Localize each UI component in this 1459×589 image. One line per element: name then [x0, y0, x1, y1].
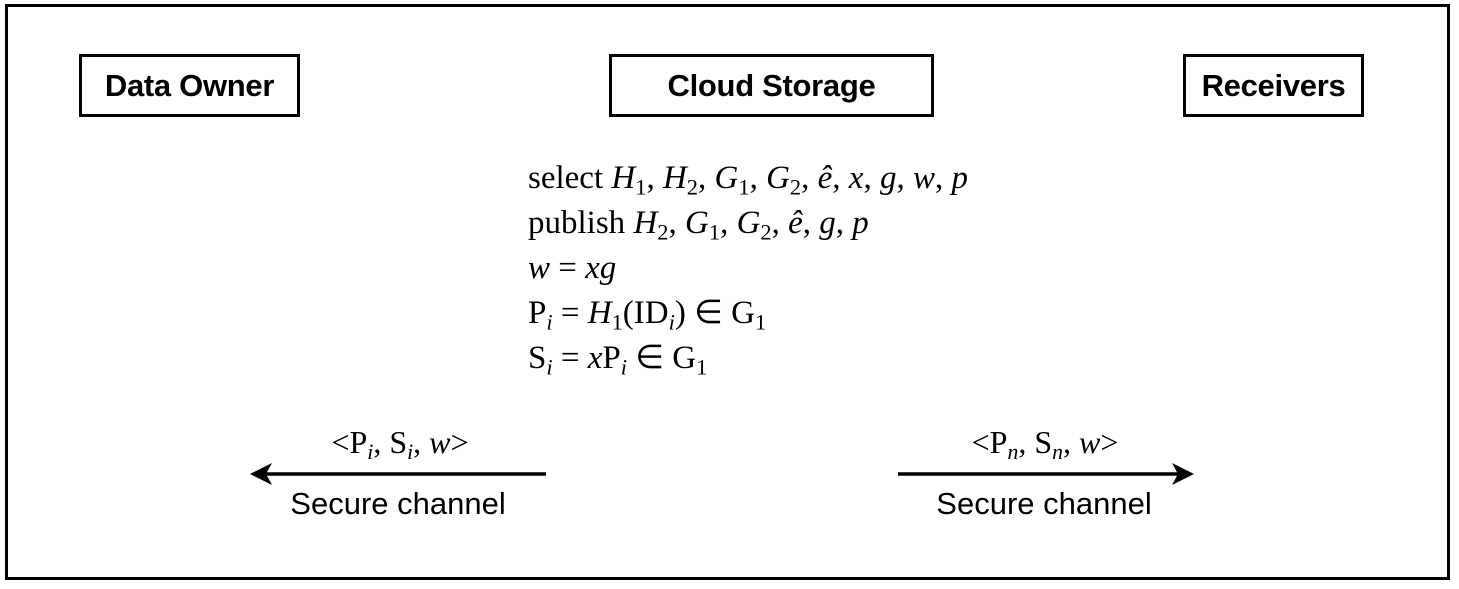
secure-channel-right: Secure channel: [936, 486, 1152, 521]
message-to-receivers: <Pn, Sn, w>: [971, 424, 1119, 465]
receivers-box: Receivers: [1183, 54, 1364, 117]
equation-select: select H1, H2, G1, G2, ê, x, g, w, p: [528, 160, 968, 200]
right-arrow: [898, 463, 1194, 485]
secure-channel-left: Secure channel: [290, 486, 506, 521]
left-arrow-head: [250, 463, 272, 485]
equation-w: w = xg: [528, 250, 617, 286]
right-arrow-head: [1172, 463, 1194, 485]
equation-p: Pi = H1(IDi) ∈ G1: [528, 295, 767, 335]
left-arrow: [250, 463, 546, 485]
setup-equations: select H1, H2, G1, G2, ê, x, g, w, p pub…: [528, 156, 968, 381]
diagram-frame: [5, 4, 1450, 580]
select-word: select: [528, 160, 604, 196]
equation-publish: publish H2, G1, G2, ê, g, p: [528, 205, 869, 245]
cloud-storage-label: Cloud Storage: [667, 67, 876, 103]
publish-word: publish: [528, 205, 626, 241]
message-to-owner: <Pi, Si, w>: [331, 424, 469, 465]
receivers-label: Receivers: [1201, 67, 1346, 103]
data-owner-label: Data Owner: [104, 67, 275, 103]
cloud-storage-box: Cloud Storage: [609, 54, 934, 117]
data-owner-box: Data Owner: [79, 54, 300, 117]
equation-s: Si = xPi ∈ G1: [528, 340, 708, 380]
